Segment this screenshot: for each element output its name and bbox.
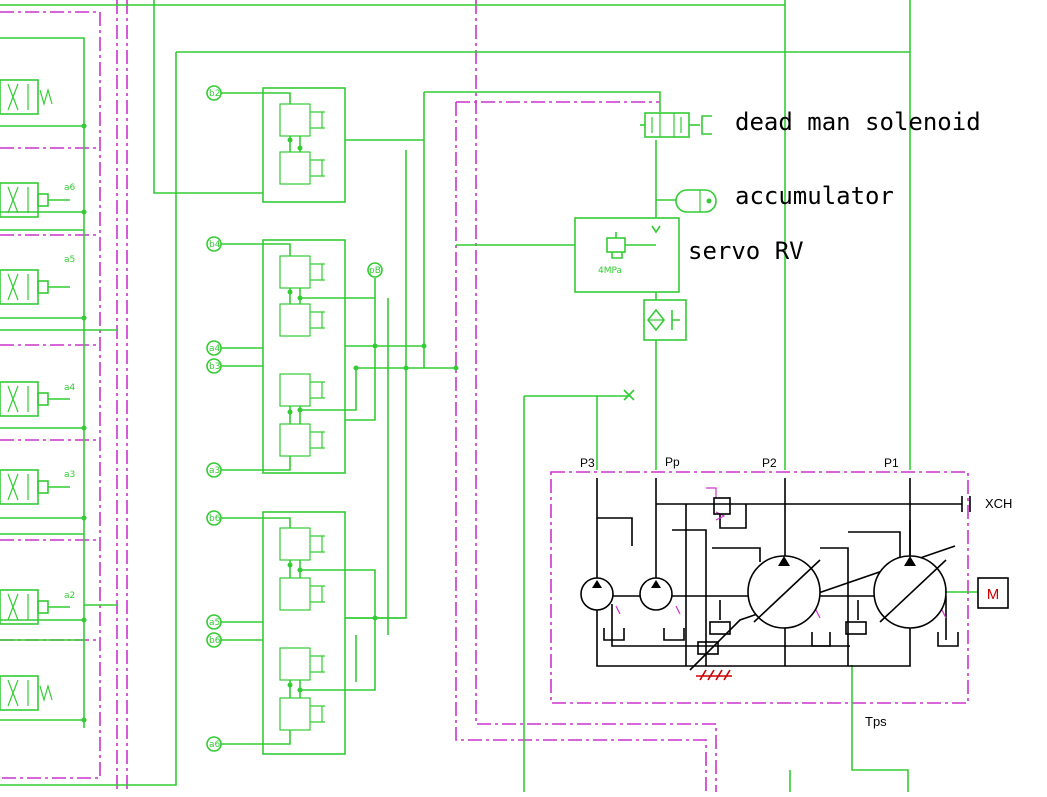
boundary-lines [0,0,969,792]
motor-symbol: M [977,577,1009,609]
pilot-block-middle [221,239,459,474]
valve-tag-a3: a3 [64,470,75,480]
valve-tag-a2: a2 [64,591,75,601]
motor-label: M [987,586,1000,603]
accumulator-symbol [675,189,717,213]
valve-tag-a5: a5 [64,255,75,265]
filter-symbol [643,299,687,341]
accumulator-label: accumulator [735,182,894,210]
valve-7 [0,675,53,711]
port-b6-top: b6 [209,514,221,524]
port-a5: a5 [209,618,220,628]
port-b4: b4 [209,240,221,250]
dead-man-solenoid-label: dead man solenoid [735,108,981,136]
pilot-block-bottom [221,511,406,755]
port-b6: b6 [209,636,221,646]
valve-5 [0,469,70,505]
port-p1-label: P1 [884,456,899,470]
port-p2-label: P2 [762,456,777,470]
plug-cross-icon [623,389,635,401]
pilot-ports: b2 b4 a4 b3 a3 b6 a5 b6 a6 pB [206,85,383,752]
port-tps-label: Tps [865,714,887,729]
pilot-block-top [221,87,346,203]
valve-2 [0,182,70,218]
port-a4: a4 [209,344,221,354]
port-a6: a6 [209,740,221,750]
port-pp-label: Pp [665,455,680,469]
left-valve-column: a6 a5 a4 a3 a2 [0,37,118,728]
port-p3-label: P3 [580,456,595,470]
servo-rv-label: servo RV [688,237,804,265]
port-a3: a3 [209,466,220,476]
port-b2: b2 [209,89,220,99]
valve-tag-a4: a4 [64,383,76,393]
valve-4 [0,381,70,417]
servo-relief-valve: 4MPa [574,217,680,293]
valve-tag-a6: a6 [64,183,76,193]
relief-setting: 4MPa [598,266,622,276]
valve-3 [0,269,70,305]
dead-man-solenoid-valve [640,112,712,138]
xch-connector [946,496,971,512]
valve-1 [0,79,53,115]
port-xch-label: XCH [985,496,1012,511]
port-pb: pB [369,266,381,276]
valve-6 [0,589,70,625]
port-b3: b3 [209,362,220,372]
pump-unit [580,478,959,681]
